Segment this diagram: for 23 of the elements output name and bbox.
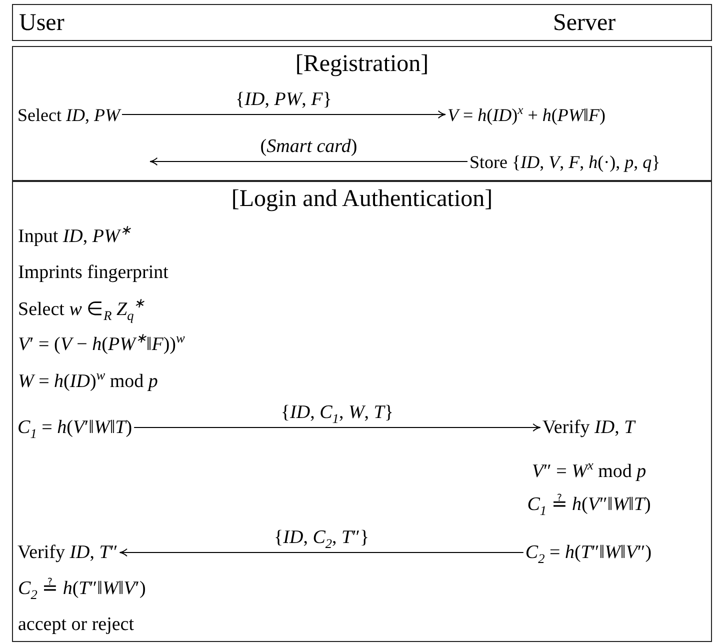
message-step: Select ID, PW [18,102,120,126]
step-text: C$_{1}$ ≟ h(V″‖W‖T) [527,493,651,517]
step-text: V′ = (V − h(PW$^{∗}$‖F))$^{w}$ [18,333,185,357]
step-text: accept or reject [18,613,134,637]
section-heading: [Registration] [295,51,429,77]
step-text: Imprints fingerprint [18,261,168,285]
section-panel [12,181,712,642]
message-step: Store {ID, V, F, h(·), p, q} [470,150,660,174]
column-heading: User [19,10,64,36]
message-step: C$_{2}$ = h(T″‖W‖V″) [525,540,652,564]
step-text: V″ = W$^{x}$ mod p [532,460,646,484]
message-step: Verify ID, T″ [18,540,118,564]
edge-label: (Smart card) [258,136,360,158]
message-step: Verify ID, T [542,416,635,440]
step-text: W = h(ID)$^{w}$ mod p [18,370,158,394]
message-step: V = h(ID)$^{x}$ + h(PW‖F) [448,102,606,126]
section-heading: [Login and Authentication] [231,186,493,212]
header-bar [12,4,712,41]
column-heading: Server [553,10,616,36]
step-text: C$_{2}$ ≟ h(T″‖W‖V′) [18,577,146,601]
message-step: C$_{1}$ = h(V′‖W‖T) [18,416,132,440]
section-panel [12,46,712,181]
step-text: Input ID, PW$^{∗}$ [18,225,131,249]
